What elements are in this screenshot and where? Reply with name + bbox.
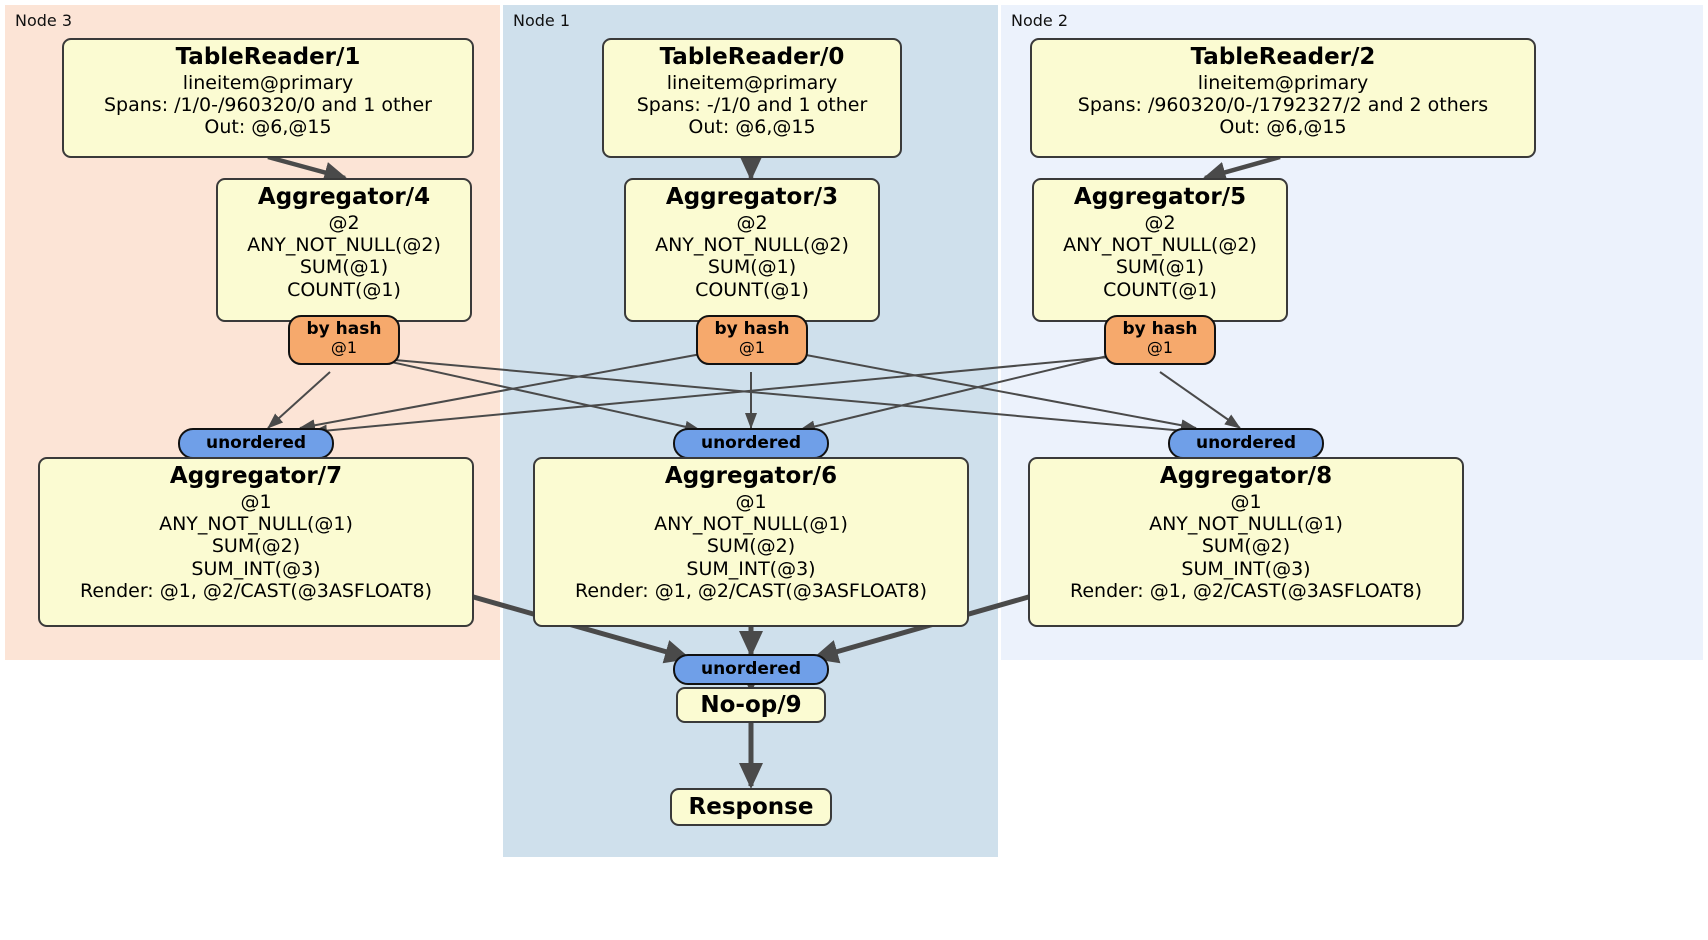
processor-line: ANY_NOT_NULL(@1)	[1149, 513, 1343, 536]
processor-title: Aggregator/5	[1073, 184, 1247, 210]
processor-title: TableReader/2	[1190, 44, 1376, 70]
processor-line: COUNT(@1)	[695, 278, 809, 301]
processor-line: @2	[328, 211, 360, 234]
processor-line: @1	[735, 490, 767, 513]
hash-router-detail: @1	[330, 338, 358, 358]
synchronizer-center[interactable]: unordered	[673, 428, 829, 459]
processor-line: Render: @1, @2/CAST(@3ASFLOAT8)	[575, 579, 927, 602]
processor-line: Render: @1, @2/CAST(@3ASFLOAT8)	[1070, 579, 1422, 602]
processor-title: No-op/9	[700, 692, 802, 718]
hash-router-label: by hash	[714, 319, 790, 339]
processor-aggregator-7[interactable]: Aggregator/7 @1 ANY_NOT_NULL(@1) SUM(@2)…	[38, 457, 474, 627]
processor-line: SUM(@2)	[706, 535, 796, 558]
hash-router-label: by hash	[306, 319, 382, 339]
processor-aggregator-3[interactable]: Aggregator/3 @2 ANY_NOT_NULL(@2) SUM(@1)…	[624, 178, 880, 322]
synchronizer-left[interactable]: unordered	[178, 428, 334, 459]
hash-router-detail: @1	[1146, 338, 1174, 358]
processor-line: SUM(@2)	[211, 535, 301, 558]
processor-line: Out: @6,@15	[204, 116, 332, 139]
processor-table-reader-0[interactable]: TableReader/0 lineitem@primary Spans: -/…	[602, 38, 902, 158]
processor-aggregator-4[interactable]: Aggregator/4 @2 ANY_NOT_NULL(@2) SUM(@1)…	[216, 178, 472, 322]
processor-line: SUM(@1)	[1115, 256, 1205, 279]
node-region-label-node3: Node 3	[15, 11, 73, 30]
processor-line: SUM(@1)	[707, 256, 797, 279]
synchronizer-final[interactable]: unordered	[673, 654, 829, 685]
processor-line: @2	[1144, 211, 1176, 234]
processor-line: SUM_INT(@3)	[1181, 557, 1311, 580]
hash-router-detail: @1	[738, 338, 766, 358]
processor-table-reader-1[interactable]: TableReader/1 lineitem@primary Spans: /1…	[62, 38, 474, 158]
processor-line: Out: @6,@15	[688, 116, 816, 139]
hash-router-label: by hash	[1122, 319, 1198, 339]
processor-line: ANY_NOT_NULL(@2)	[1063, 234, 1257, 257]
processor-title: Response	[688, 794, 814, 820]
node-region-label-node1: Node 1	[513, 11, 571, 30]
synchronizer-label: unordered	[205, 433, 307, 453]
processor-aggregator-6[interactable]: Aggregator/6 @1 ANY_NOT_NULL(@1) SUM(@2)…	[533, 457, 969, 627]
processor-line: ANY_NOT_NULL(@2)	[247, 234, 441, 257]
processor-line: COUNT(@1)	[1103, 278, 1217, 301]
synchronizer-label: unordered	[700, 433, 802, 453]
processor-line: lineitem@primary	[1197, 71, 1369, 94]
processor-line: @1	[1230, 490, 1262, 513]
processor-line: ANY_NOT_NULL(@2)	[655, 234, 849, 257]
synchronizer-label: unordered	[700, 659, 802, 679]
hash-router-right[interactable]: by hash @1	[1104, 315, 1216, 365]
processor-line: SUM(@2)	[1201, 535, 1291, 558]
processor-line: Render: @1, @2/CAST(@3ASFLOAT8)	[80, 579, 432, 602]
synchronizer-right[interactable]: unordered	[1168, 428, 1324, 459]
processor-line: lineitem@primary	[182, 71, 354, 94]
processor-line: SUM_INT(@3)	[686, 557, 816, 580]
processor-title: Aggregator/3	[665, 184, 839, 210]
node-region-label-node2: Node 2	[1011, 11, 1069, 30]
processor-aggregator-8[interactable]: Aggregator/8 @1 ANY_NOT_NULL(@1) SUM(@2)…	[1028, 457, 1464, 627]
hash-router-left[interactable]: by hash @1	[288, 315, 400, 365]
processor-aggregator-5[interactable]: Aggregator/5 @2 ANY_NOT_NULL(@2) SUM(@1)…	[1032, 178, 1288, 322]
processor-title: Aggregator/6	[664, 463, 838, 489]
processor-line: ANY_NOT_NULL(@1)	[159, 513, 353, 536]
processor-response[interactable]: Response	[670, 788, 832, 826]
processor-table-reader-2[interactable]: TableReader/2 lineitem@primary Spans: /9…	[1030, 38, 1536, 158]
hash-router-center[interactable]: by hash @1	[696, 315, 808, 365]
processor-line: ANY_NOT_NULL(@1)	[654, 513, 848, 536]
processor-line: Spans: /1/0-/960320/0 and 1 other	[104, 94, 432, 117]
processor-line: lineitem@primary	[666, 71, 838, 94]
processor-line: @1	[240, 490, 272, 513]
processor-line: COUNT(@1)	[287, 278, 401, 301]
processor-line: SUM_INT(@3)	[191, 557, 321, 580]
processor-noop-9[interactable]: No-op/9	[676, 687, 826, 723]
processor-line: SUM(@1)	[299, 256, 389, 279]
processor-line: Spans: /960320/0-/1792327/2 and 2 others	[1077, 94, 1489, 117]
processor-title: Aggregator/7	[169, 463, 343, 489]
processor-title: TableReader/1	[175, 44, 361, 70]
processor-line: Spans: -/1/0 and 1 other	[636, 94, 868, 117]
synchronizer-label: unordered	[1195, 433, 1297, 453]
processor-line: @2	[736, 211, 768, 234]
processor-line: Out: @6,@15	[1219, 116, 1347, 139]
processor-title: Aggregator/4	[257, 184, 431, 210]
processor-title: Aggregator/8	[1159, 463, 1333, 489]
processor-title: TableReader/0	[659, 44, 845, 70]
